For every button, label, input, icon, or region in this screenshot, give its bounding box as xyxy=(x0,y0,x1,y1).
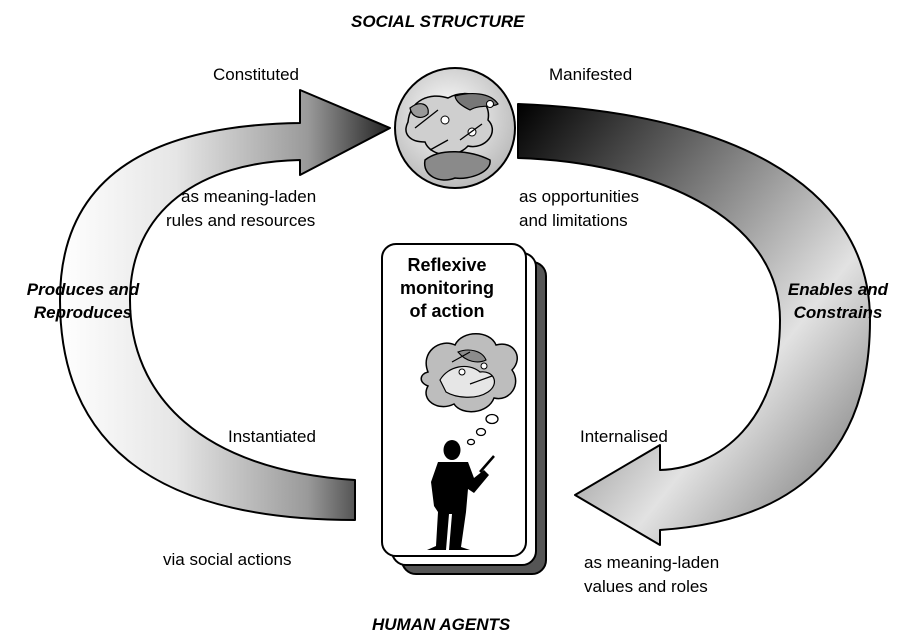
card-title-line3: of action xyxy=(409,301,485,321)
left-side-label-line1: Produces and xyxy=(26,280,140,299)
society-globe-icon xyxy=(394,67,516,189)
constituted-text-line2: rules and resources xyxy=(166,211,316,230)
human-agents-title: HUMAN AGENTS xyxy=(372,615,511,634)
card-title-line2: monitoring xyxy=(400,278,494,298)
instantiated-text: via social actions xyxy=(163,550,292,569)
instantiated-heading: Instantiated xyxy=(228,427,316,446)
internalised-text-line1: as meaning-laden xyxy=(584,553,720,572)
person-pointer-icon xyxy=(427,440,495,550)
manifested-text-line1: as opportunities xyxy=(519,187,640,206)
thought-bubble-icon xyxy=(420,333,518,446)
internalised-heading: Internalised xyxy=(580,427,668,446)
left-side-label-line2: Reproduces xyxy=(33,303,133,322)
manifested-text-line2: and limitations xyxy=(519,211,628,230)
internalised-text-line2: values and roles xyxy=(584,577,708,596)
constituted-heading: Constituted xyxy=(213,65,299,84)
right-side-label-line1: Enables and xyxy=(787,280,889,299)
card-title: Reflexive monitoring of action xyxy=(382,254,512,323)
card-title-line1: Reflexive xyxy=(407,255,487,275)
manifested-heading: Manifested xyxy=(549,65,633,84)
right-side-label-line2: Constrains xyxy=(793,303,883,322)
social-structure-title: SOCIAL STRUCTURE xyxy=(351,12,525,31)
right-cycle-arrow xyxy=(517,103,871,546)
left-cycle-arrow xyxy=(59,89,391,521)
constituted-text-line1: as meaning-laden xyxy=(181,187,317,206)
